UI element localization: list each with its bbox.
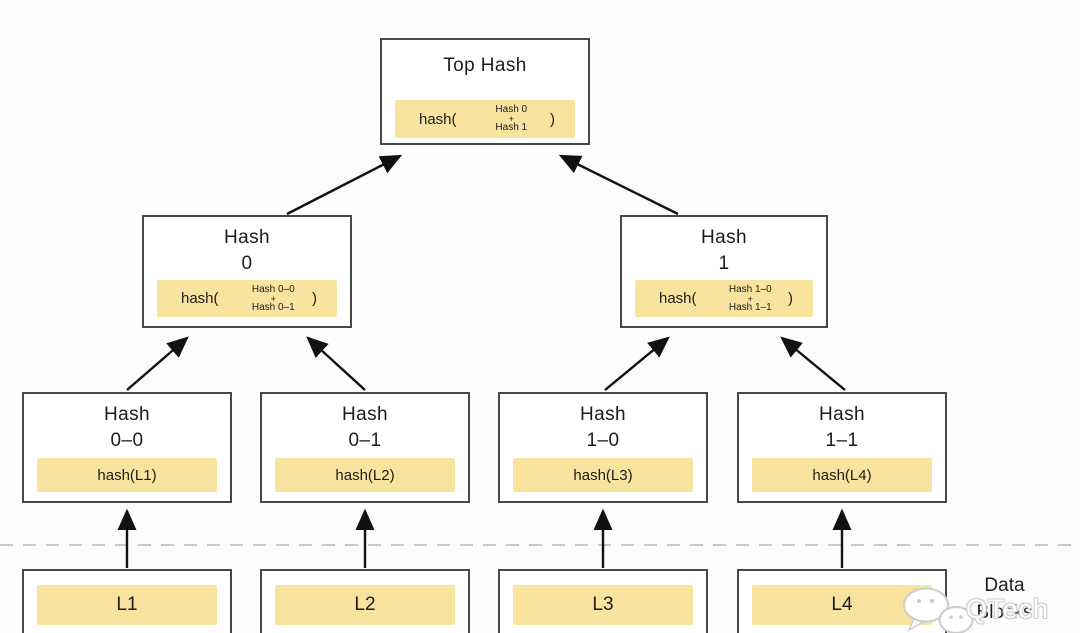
hash-formula: hash( Hash 1–0 + Hash 1–1 ) bbox=[635, 280, 813, 317]
node-hash-0-0: Hash 0–0 hash(L1) bbox=[22, 392, 232, 503]
node-title-line2: 1 bbox=[718, 253, 730, 274]
node-hash-1-1: Hash 1–1 hash(L4) bbox=[737, 392, 947, 503]
node-hash-0-1: Hash 0–1 hash(L2) bbox=[260, 392, 470, 503]
node-title: Hash 0–0 bbox=[24, 402, 230, 454]
block-label: L1 bbox=[37, 585, 217, 625]
arrow-hash0-to-top bbox=[286, 154, 403, 216]
node-title-line1: Hash bbox=[104, 404, 150, 425]
node-title-line1: Hash bbox=[701, 227, 747, 248]
operand-1: Hash 1–0 bbox=[728, 283, 772, 295]
formula-operands: Hash 1–0 + Hash 1–1 bbox=[728, 283, 772, 313]
hash-formula: hash(L2) bbox=[275, 458, 455, 492]
block-label: L4 bbox=[752, 585, 932, 625]
node-top-hash: Top Hash hash( Hash 0 + Hash 1 ) bbox=[380, 38, 590, 145]
arrow-hash10-to-hash1 bbox=[604, 336, 670, 391]
hash-formula: hash( Hash 0–0 + Hash 0–1 ) bbox=[157, 280, 337, 317]
data-blocks-caption-line1: Data bbox=[984, 575, 1025, 596]
node-title-line1: Hash bbox=[819, 404, 865, 425]
data-blocks-caption-line2: Blocks bbox=[976, 602, 1033, 623]
node-title-line1: Hash bbox=[580, 404, 626, 425]
formula-close: ) bbox=[550, 110, 555, 128]
formula-open: hash( bbox=[659, 290, 697, 307]
watermark-text: QTech bbox=[966, 594, 1050, 624]
hash-formula: hash( Hash 0 + Hash 1 ) bbox=[395, 100, 575, 138]
node-title-line2: 0–0 bbox=[110, 430, 144, 451]
data-blocks-separator-line bbox=[0, 544, 1080, 546]
formula-operands: Hash 0–0 + Hash 0–1 bbox=[251, 283, 295, 313]
node-title-line2: 1–1 bbox=[825, 430, 859, 451]
hash-formula: hash(L1) bbox=[37, 458, 217, 492]
data-block-l1: L1 bbox=[22, 569, 232, 633]
formula-open: hash( bbox=[181, 290, 219, 307]
node-hash-1-0: Hash 1–0 hash(L3) bbox=[498, 392, 708, 503]
formula-close: ) bbox=[312, 290, 317, 307]
formula-operands: Hash 0 + Hash 1 bbox=[495, 105, 527, 133]
node-title: Top Hash bbox=[443, 55, 527, 76]
data-block-l2: L2 bbox=[260, 569, 470, 633]
node-hash-1: Hash 1 hash( Hash 1–0 + Hash 1–1 ) bbox=[620, 215, 828, 328]
node-title-line2: 1–0 bbox=[586, 430, 620, 451]
node-title: Hash 0–1 bbox=[262, 402, 468, 454]
operand-2: Hash 1–1 bbox=[728, 301, 772, 313]
arrow-hash11-to-hash1 bbox=[780, 336, 846, 391]
formula-close: ) bbox=[788, 290, 793, 307]
watermark: QTech bbox=[900, 586, 1080, 633]
arrow-hash01-to-hash0 bbox=[306, 336, 366, 391]
operand-2: Hash 1 bbox=[495, 122, 528, 133]
arrow-hash00-to-hash0 bbox=[126, 336, 189, 391]
block-label: L3 bbox=[513, 585, 693, 625]
arrow-hash1-to-top bbox=[558, 154, 679, 216]
wechat-icon bbox=[903, 587, 974, 633]
block-label: L2 bbox=[275, 585, 455, 625]
node-title: Hash 1–1 bbox=[739, 402, 945, 454]
formula-open: hash( bbox=[419, 110, 457, 128]
hash-formula: hash(L4) bbox=[752, 458, 932, 492]
node-title-line1: Hash bbox=[224, 227, 270, 248]
hash-formula: hash(L3) bbox=[513, 458, 693, 492]
operand-1: Hash 0–0 bbox=[251, 283, 295, 295]
plus-operator: + bbox=[747, 293, 753, 304]
node-hash-0: Hash 0 hash( Hash 0–0 + Hash 0–1 ) bbox=[142, 215, 352, 328]
node-title: Hash 1 bbox=[622, 225, 826, 277]
node-title-line2: 0–1 bbox=[348, 430, 382, 451]
node-title: Hash 0 bbox=[144, 225, 350, 277]
plus-operator: + bbox=[270, 293, 276, 304]
plus-operator: + bbox=[508, 114, 514, 124]
operand-1: Hash 0 bbox=[495, 104, 528, 115]
operand-2: Hash 0–1 bbox=[251, 301, 295, 313]
data-blocks-caption: Data Blocks bbox=[952, 572, 1057, 626]
data-block-l3: L3 bbox=[498, 569, 708, 633]
node-title-line1: Hash bbox=[342, 404, 388, 425]
node-title: Hash 1–0 bbox=[500, 402, 706, 454]
node-title-line2: 0 bbox=[241, 253, 253, 274]
